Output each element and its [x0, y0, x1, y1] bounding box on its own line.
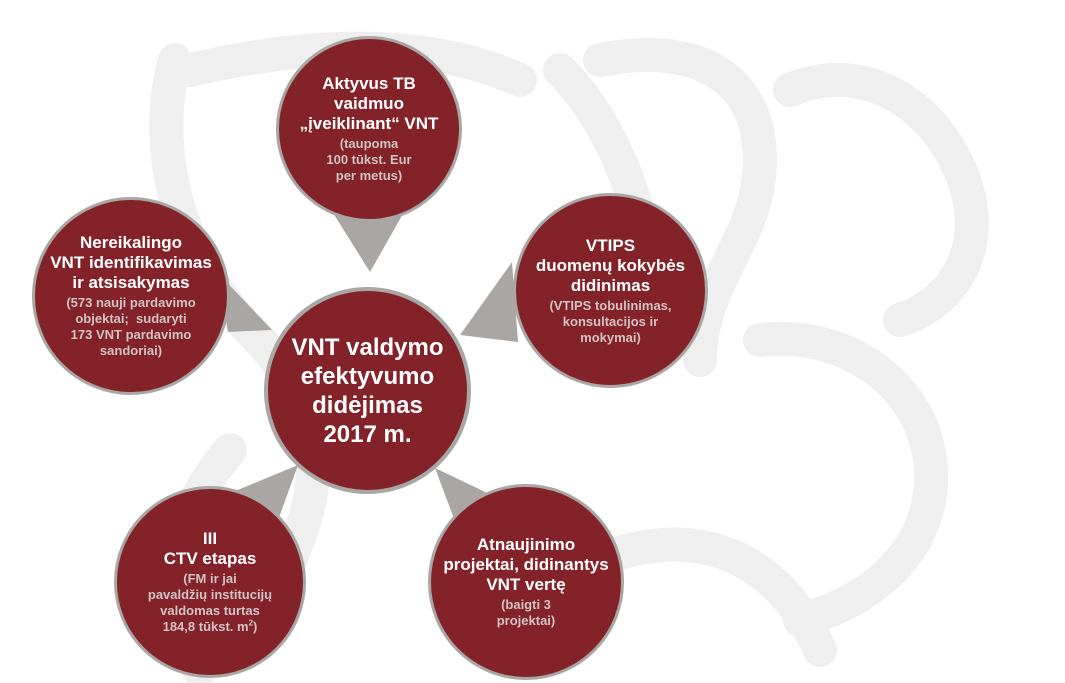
note-line: projektai) — [496, 613, 556, 628]
title-line: VNT identifikavimas — [50, 253, 212, 272]
pointer-top — [328, 205, 408, 272]
pointer-right — [460, 262, 518, 342]
node-bottom-right: Atnaujinimo projektai, didinantys VNT ve… — [428, 484, 624, 680]
node-left-title: Nereikalingo VNT identifikavimas ir atsi… — [50, 233, 212, 293]
node-right-title: VTIPS duomenų kokybės didinimas — [536, 236, 685, 296]
note-line: (baigti 3 — [501, 597, 551, 612]
center-line: VNT valdymo — [291, 333, 444, 361]
title-line: Nereikalingo — [79, 233, 183, 252]
title-line: III — [202, 529, 218, 548]
title-line: didinimas — [570, 275, 651, 295]
note-line: 184,8 tūkst. m2) — [148, 619, 272, 635]
node-bottom-left: III CTV etapas (FM ir jai pavaldžių inst… — [114, 486, 306, 678]
note-end: ) — [253, 619, 258, 634]
note-superscript: 2 — [248, 618, 254, 628]
center-line: 2017 m. — [323, 420, 412, 448]
node-left: Nereikalingo VNT identifikavimas ir atsi… — [32, 197, 230, 395]
title-line: VTIPS — [585, 235, 636, 255]
title-line: Aktyvus TB — [322, 74, 416, 93]
pointer-left — [218, 273, 272, 332]
title-line: Atnaujinimo — [476, 535, 576, 554]
center-title: VNT valdymo efektyvumo didėjimas 2017 m. — [291, 333, 443, 449]
note-line: sandoriai) — [99, 343, 163, 358]
note-line: per metus) — [335, 168, 403, 183]
note-line: objektai; sudaryti — [75, 311, 187, 326]
title-line: projektai, didinantys — [443, 555, 609, 574]
note-line: valdomas turtas — [160, 603, 260, 618]
note-line: mokymai) — [580, 329, 641, 345]
node-center: VNT valdymo efektyvumo didėjimas 2017 m. — [264, 287, 471, 494]
note-line: 100 tūkst. Eur — [326, 152, 412, 167]
note-line: pavaldžių institucijų — [147, 587, 273, 602]
node-left-note: (573 nauji pardavimo objektai; sudaryti … — [66, 295, 195, 359]
note-line: (FM ir jai — [183, 571, 237, 586]
node-bottom-left-note: (FM ir jai pavaldžių institucijų valdoma… — [148, 571, 272, 635]
title-line: CTV etapas — [163, 549, 257, 568]
title-line: „įveiklinant“ VNT — [299, 114, 439, 133]
center-line: didėjimas — [312, 391, 423, 419]
node-right-note: (VTIPS tobulinimas, konsultacijos ir mok… — [549, 298, 671, 346]
note-line: konsultacijos ir — [562, 313, 659, 329]
title-line: vaidmuo — [334, 94, 404, 113]
center-line: efektyvumo — [300, 362, 435, 390]
node-top-note: (taupoma 100 tūkst. Eur per metus) — [326, 136, 411, 184]
node-top-title: Aktyvus TB vaidmuo „įveiklinant“ VNT — [300, 74, 439, 134]
title-line: duomenų kokybės — [535, 255, 686, 275]
title-line: ir atsisakymas — [72, 273, 190, 292]
note-line: (573 nauji pardavimo — [66, 295, 196, 310]
node-bottom-right-title: Atnaujinimo projektai, didinantys VNT ve… — [443, 535, 608, 595]
node-top: Aktyvus TB vaidmuo „įveiklinant“ VNT (ta… — [276, 36, 462, 222]
node-right: VTIPS duomenų kokybės didinimas (VTIPS t… — [513, 193, 708, 388]
node-bottom-right-note: (baigti 3 projektai) — [497, 597, 556, 629]
note-text: 184,8 tūkst. m — [162, 619, 249, 634]
title-line: VNT vertę — [486, 575, 566, 594]
note-line: (VTIPS tobulinimas, — [549, 297, 672, 313]
node-bottom-left-title: III CTV etapas — [164, 529, 257, 569]
note-line: (taupoma — [339, 136, 399, 151]
note-line: 173 VNT pardavimo — [70, 327, 192, 342]
